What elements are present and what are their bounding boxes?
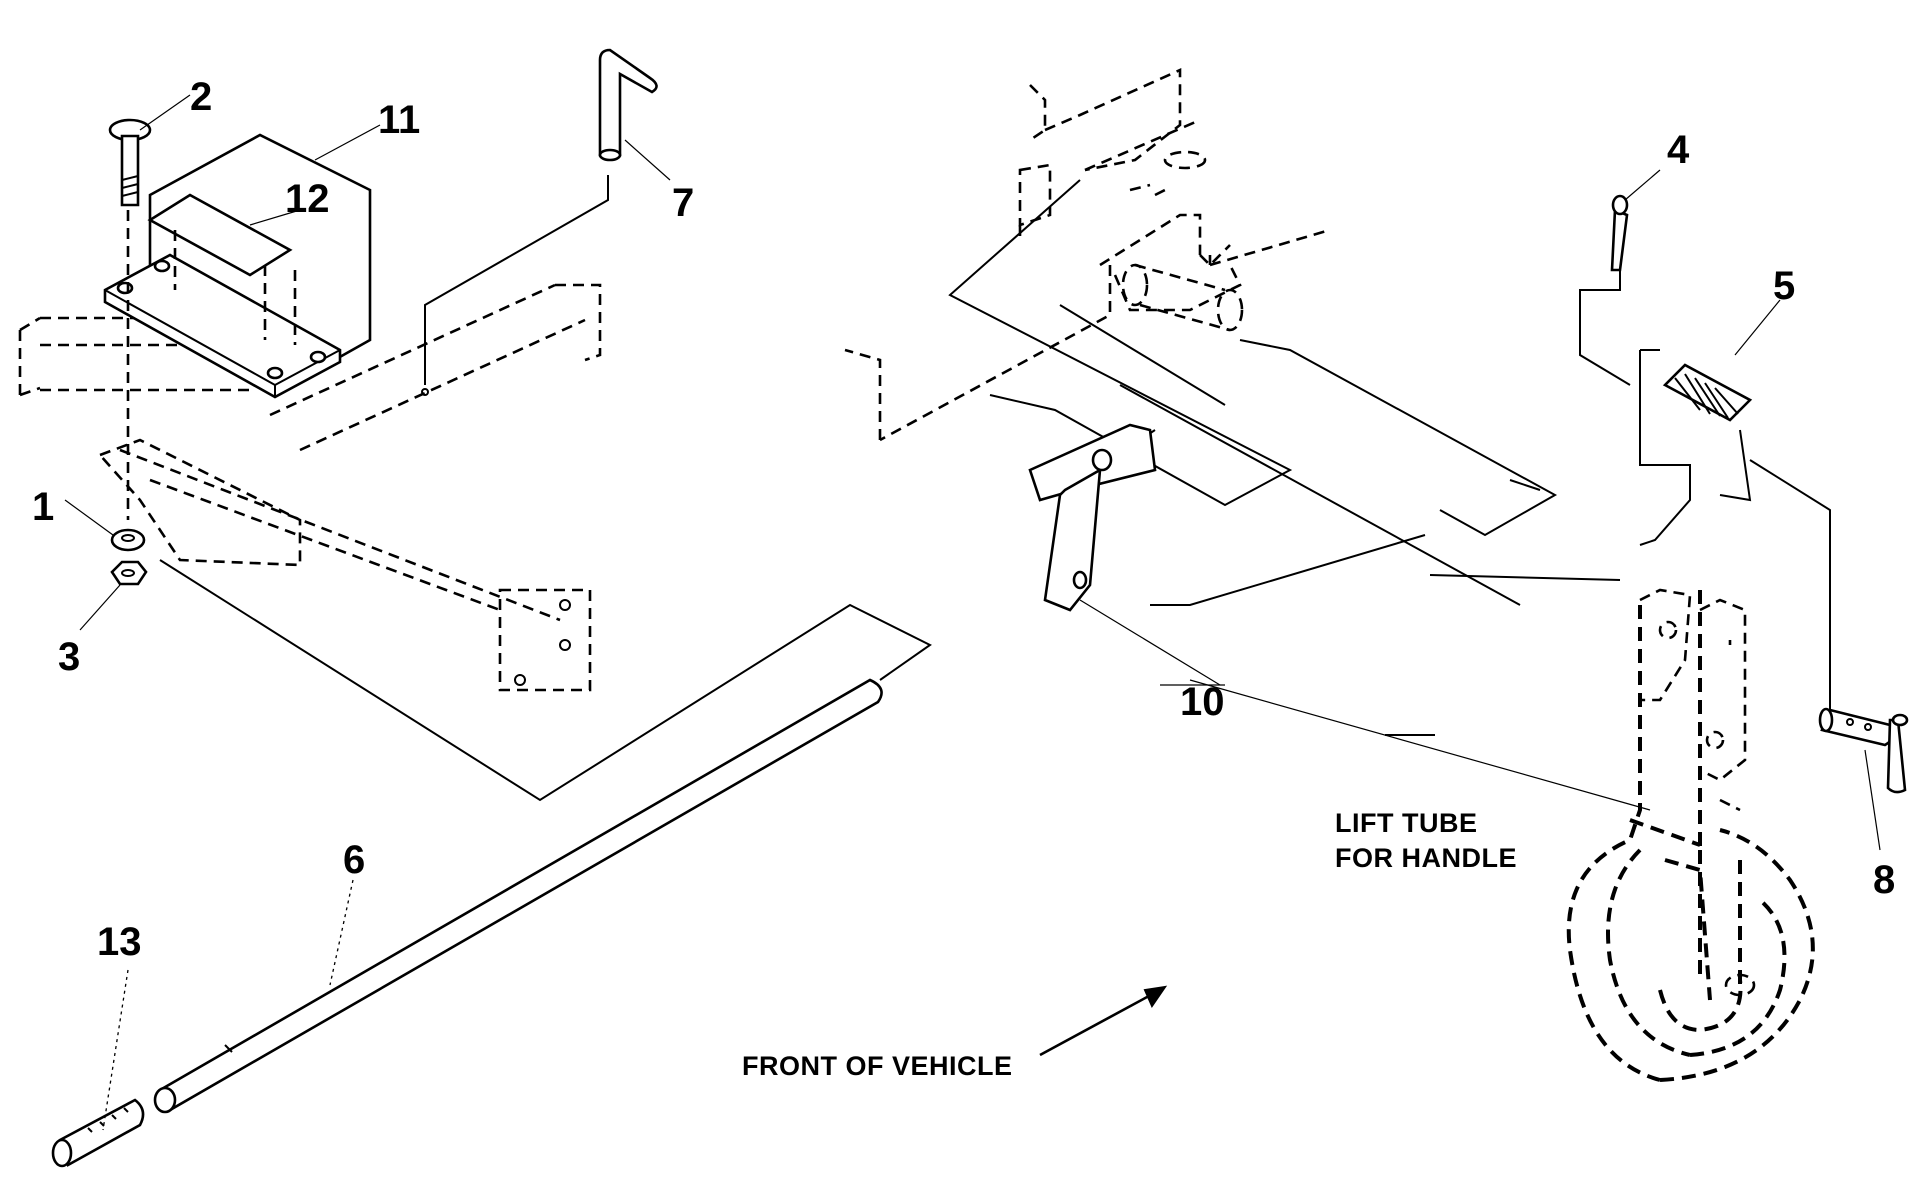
callout-4: 4 [1667, 128, 1690, 172]
lift-tube-handle [1566, 590, 1815, 1082]
callout-12: 12 [285, 177, 330, 221]
callout-3: 3 [58, 635, 80, 679]
front-of-vehicle-label: FRONT OF VEHICLE [742, 1051, 1013, 1081]
callout-11: 11 [378, 98, 420, 142]
lift-tube-label-line1: LIFT TUBE [1335, 808, 1477, 838]
right-assembly-paths [948, 179, 1621, 736]
callout-8: 8 [1873, 858, 1895, 902]
cotter-pin [1579, 194, 1631, 386]
handle-bracket-plates [1639, 588, 1747, 812]
hex-nut [110, 560, 148, 586]
hitch-pin [598, 48, 658, 162]
frame-rail [18, 283, 602, 692]
long-rod [153, 678, 883, 1114]
callout-13: 13 [97, 920, 142, 964]
coupler-sleeve [51, 1098, 145, 1168]
front-arrow [1039, 985, 1168, 1057]
callout-10: 10 [1180, 680, 1225, 724]
carriage-bolt [108, 118, 152, 520]
callout-1: 1 [32, 485, 54, 529]
pad [147, 193, 297, 345]
leader-lines [64, 94, 1881, 1131]
torsion-spring [1639, 349, 1831, 720]
lift-tube-label-line2: FOR HANDLE [1335, 843, 1517, 873]
callout-2: 2 [190, 75, 212, 119]
right-frame-outline [844, 67, 1331, 442]
callout-7: 7 [672, 181, 694, 225]
pivot-bracket [1028, 423, 1157, 612]
left-assembly-paths [159, 175, 932, 802]
callout-6: 6 [343, 838, 365, 882]
washer [110, 528, 146, 552]
cross-tube [1121, 150, 1244, 332]
callout-5: 5 [1773, 264, 1795, 308]
clevis-pin [1818, 707, 1909, 794]
